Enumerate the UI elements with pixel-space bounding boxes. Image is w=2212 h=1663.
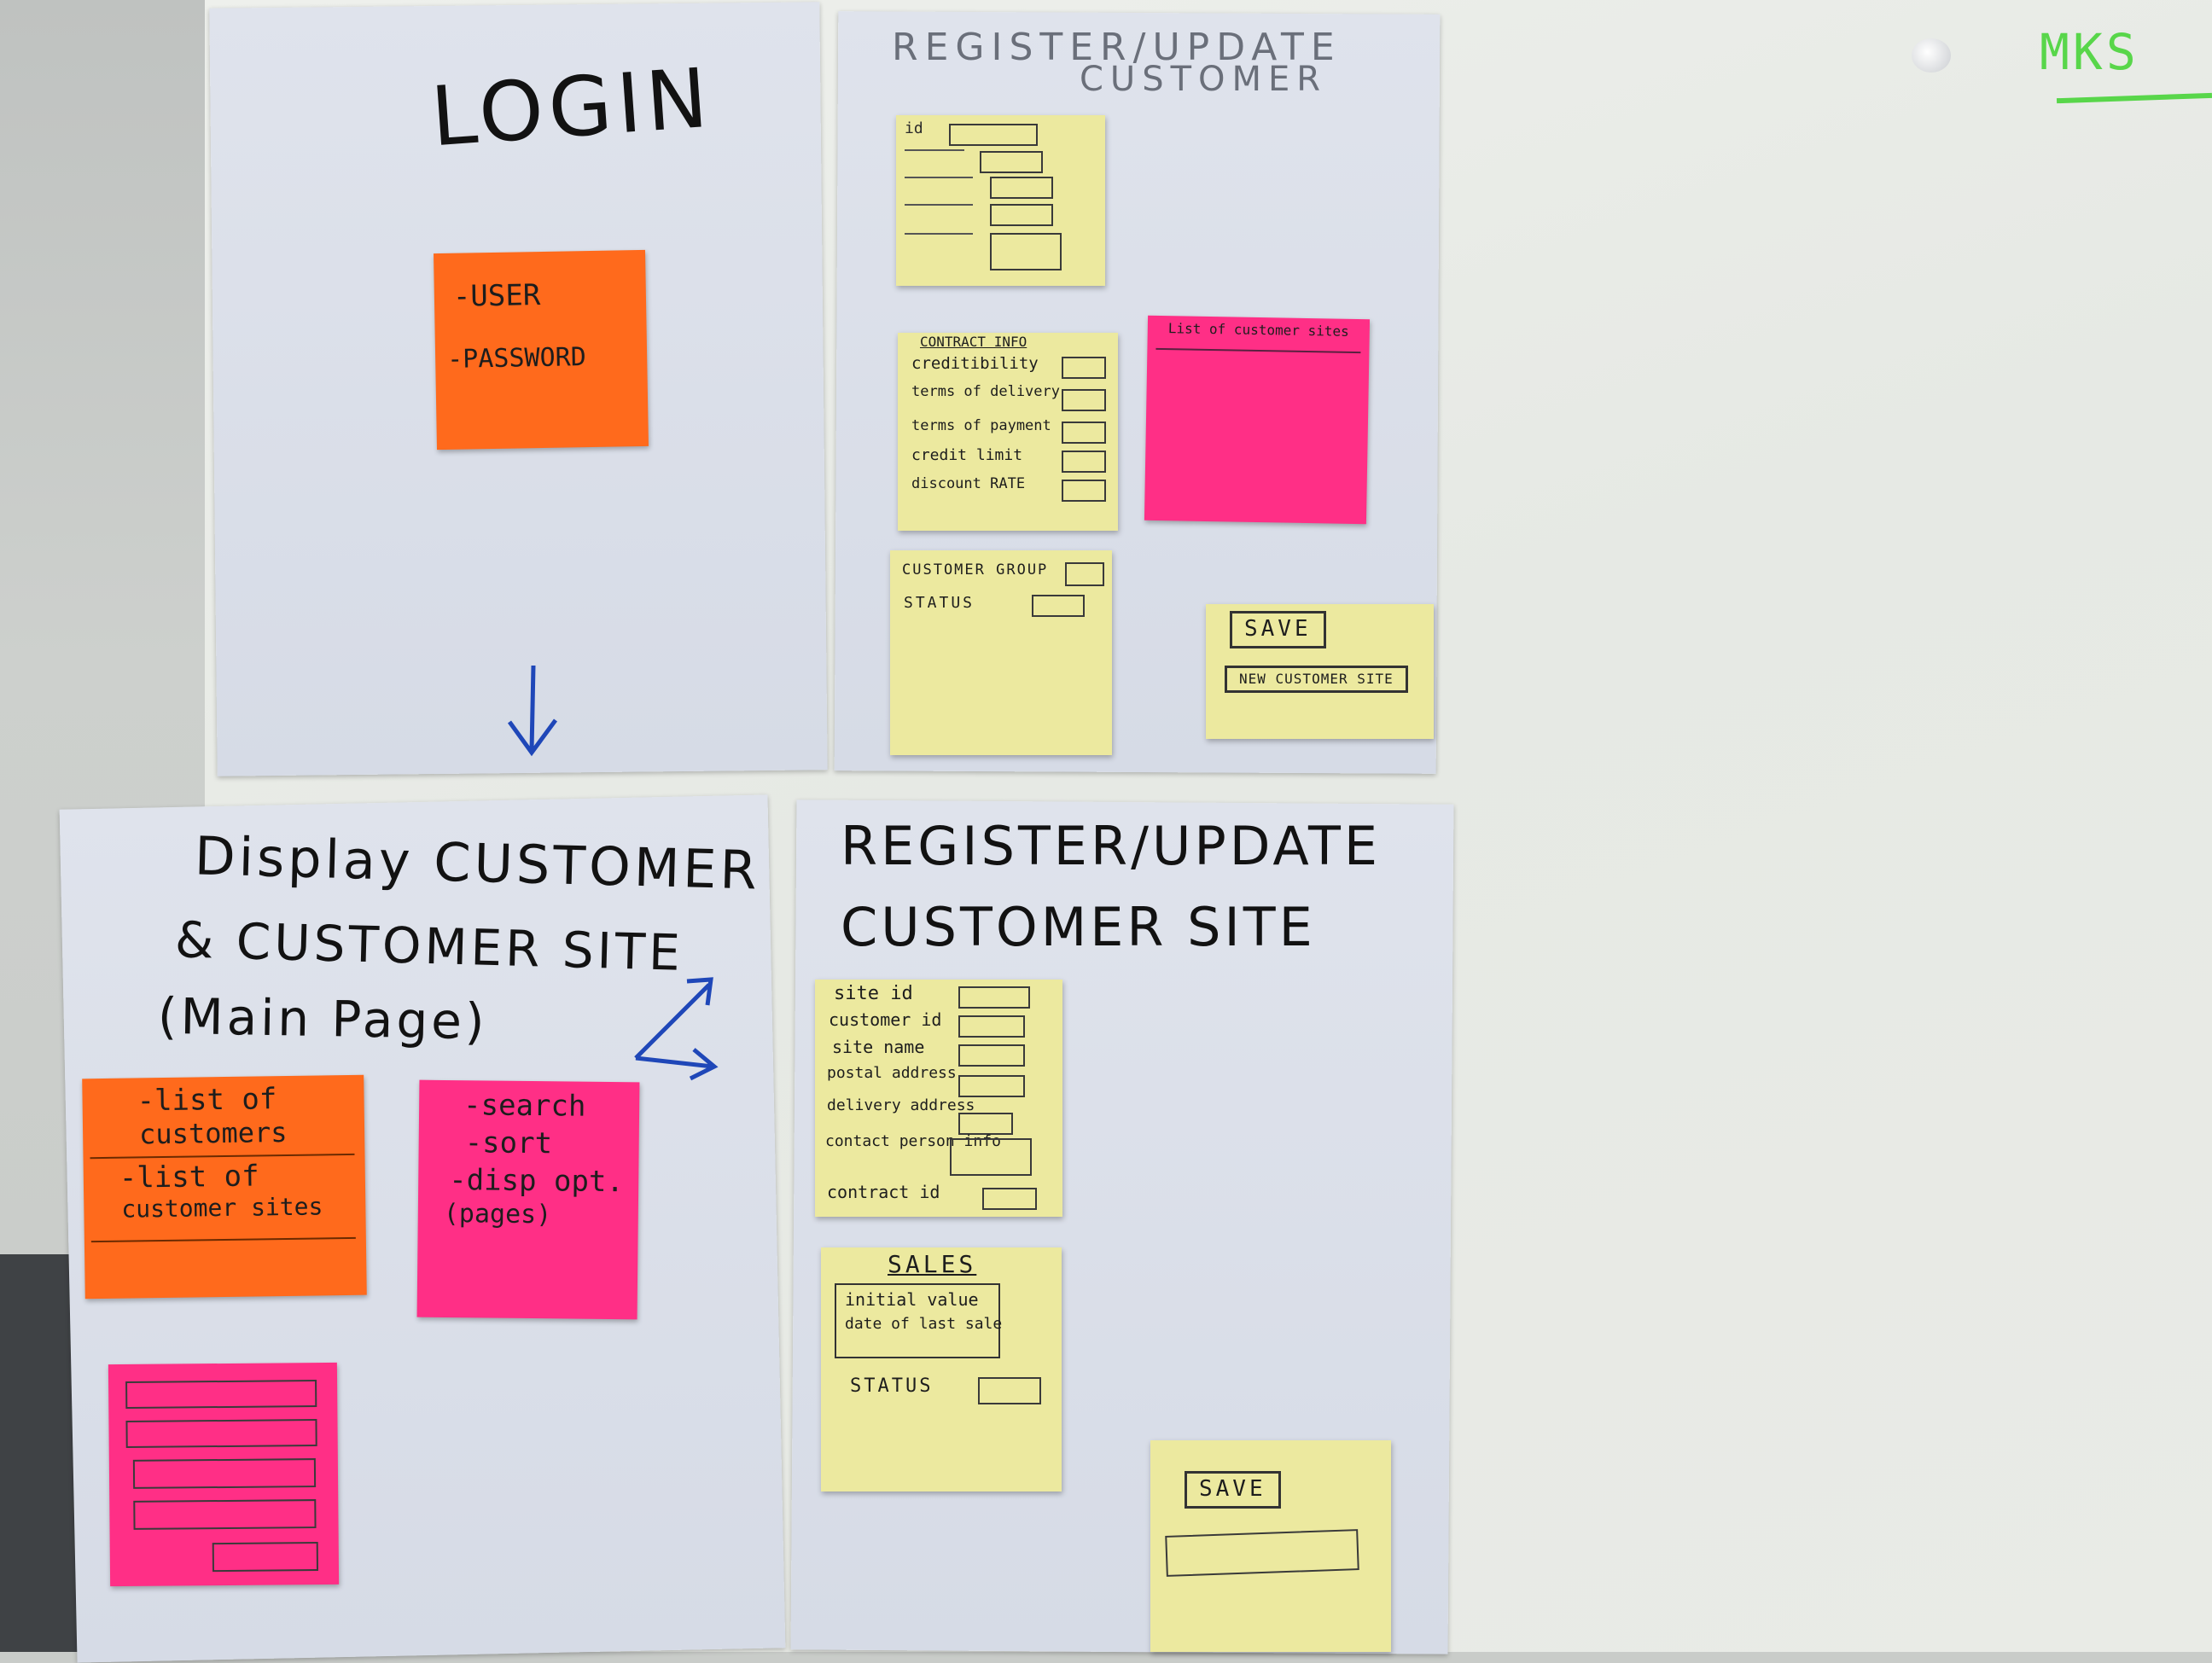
down-arrow-icon: [507, 665, 558, 757]
customer-sites-list-note: List of customer sites: [1144, 315, 1371, 525]
login-title: LOGIN: [428, 49, 716, 166]
double-arrow-icon: [634, 977, 719, 1081]
user-field-label: -USER: [452, 278, 541, 314]
site-name-label: site name: [832, 1037, 925, 1057]
site-actions-note: SAVE: [1150, 1440, 1391, 1652]
sales-note: SALES initial value date of last sale ST…: [821, 1247, 1062, 1491]
register-site-title-1: REGISTER/UPDATE: [841, 815, 1382, 877]
password-field-label: -PASSWORD: [446, 342, 587, 375]
contract-field-terms-delivery: terms of delivery: [911, 383, 1060, 400]
main-page-title-3: (Main Page): [157, 986, 489, 1051]
register-customer-title-2: CUSTOMER: [1080, 60, 1328, 99]
list-sites-label-2: customer sites: [121, 1192, 323, 1224]
action-buttons-note: [108, 1362, 340, 1587]
contract-info-note: CONTRACT INFO creditibility terms of del…: [898, 333, 1118, 531]
new-customer-site-button[interactable]: NEW CUSTOMER SITE: [1225, 666, 1408, 694]
sort-label: -sort: [464, 1125, 553, 1161]
contract-field-creditibility: creditibility: [911, 354, 1039, 373]
display-options-label: -disp opt.: [449, 1163, 625, 1200]
contract-field-credit-limit: credit limit: [911, 446, 1023, 464]
customer-group-note: CUSTOMER GROUP STATUS: [890, 550, 1112, 755]
contract-id-label: contract id: [827, 1182, 940, 1202]
save-button[interactable]: SAVE: [1230, 611, 1326, 648]
contact-person-label: contact person info: [825, 1132, 1001, 1150]
delivery-address-label: delivery address: [827, 1096, 975, 1114]
customer-sites-list-label: List of customer sites: [1167, 320, 1349, 340]
sales-status-dropdown: [978, 1377, 1041, 1404]
customer-lists-note: -list of customers -list of customer sit…: [82, 1074, 367, 1300]
corner-label: MKS: [2040, 23, 2139, 81]
contract-field-terms-payment: terms of payment: [911, 417, 1051, 434]
push-pin-icon: [1912, 38, 1951, 73]
register-customer-title-1: REGISTER/UPDATE: [892, 26, 1342, 69]
customer-actions-note: SAVE NEW CUSTOMER SITE: [1206, 604, 1434, 739]
date-last-sale-label: date of last sale: [845, 1315, 1003, 1333]
login-fields-note: -USER -PASSWORD: [434, 249, 649, 451]
list-customers-label-2: customers: [138, 1115, 288, 1151]
pages-label: (pages): [443, 1198, 552, 1230]
status-label: STATUS: [904, 594, 975, 612]
contract-info-header: CONTRACT INFO: [920, 334, 1027, 350]
contract-field-discount-rate: discount RATE: [911, 475, 1026, 492]
sales-status-label: STATUS: [850, 1375, 934, 1397]
contract-id-dropdown: [982, 1188, 1037, 1210]
search-label: -search: [463, 1088, 586, 1124]
status-dropdown: [1032, 595, 1085, 617]
customer-details-note: id: [896, 115, 1105, 286]
site-id-label: site id: [834, 983, 913, 1004]
search-sort-note: -search -sort -disp opt. (pages): [416, 1079, 640, 1320]
list-customers-label: -list of: [137, 1082, 277, 1119]
customer-group-label: CUSTOMER GROUP: [902, 561, 1049, 579]
list-sites-label: -list of: [119, 1159, 259, 1195]
postal-address-label: postal address: [827, 1064, 957, 1082]
sales-header: SALES: [888, 1250, 977, 1278]
register-site-title-2: CUSTOMER SITE: [841, 896, 1316, 958]
site-save-button[interactable]: SAVE: [1185, 1471, 1281, 1509]
site-details-note: site id customer id site name postal add…: [815, 980, 1062, 1217]
initial-value-label: initial value: [845, 1289, 979, 1310]
customer-id-label: customer id: [829, 1009, 942, 1030]
